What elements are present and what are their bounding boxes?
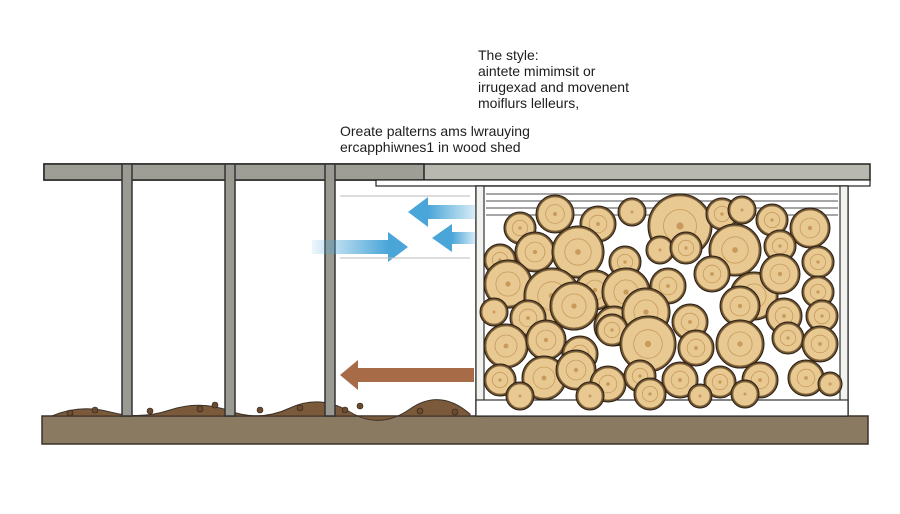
log-end [817,371,843,397]
log-end [535,194,575,234]
log-end [719,285,761,327]
log-end [727,195,757,225]
log-end [787,359,825,397]
log-end [763,229,797,263]
pattern-note: Oreate palterns ams lwrauying ercapphiwn… [340,123,530,155]
moisture-arrow [340,360,474,390]
airflow-arrow-out-mid [432,224,476,252]
log-end [483,323,529,369]
log-end [595,313,629,347]
log-end [755,203,789,237]
style-note-line-4: moiflurs lelleurs, [478,95,580,111]
style-note-line-3: irrugexad and movenent [478,79,629,95]
log-end [645,235,675,265]
log-end [549,281,599,331]
log-end [801,245,835,279]
log-end [525,319,567,361]
log-end [771,321,805,355]
post-3 [324,163,336,417]
log-end [801,325,839,363]
log-end [633,377,667,411]
open-side-posts [121,163,336,417]
log-end [479,297,509,327]
log-end [505,381,535,411]
style-note-line-1: The style: [478,47,539,63]
log-end [483,259,533,309]
post-2 [224,163,236,417]
airflow-lines [340,195,470,259]
airflow-arrow-out-top [408,197,476,227]
log-end [514,231,556,273]
log-end [759,253,801,295]
pattern-note-line-1: Oreate palterns ams lwrauying [340,123,530,139]
log-end [619,315,677,373]
log-end [693,255,731,293]
log-end [669,231,703,265]
log-end [555,349,597,391]
log-end [715,319,765,369]
log-end [677,329,715,367]
log-end [483,363,517,397]
airflow-arrow-in [312,232,408,262]
log-end [617,197,647,227]
post-1 [121,163,133,417]
roof [43,163,871,187]
style-note-line-2: aintete mimimsit or [478,63,596,79]
pattern-note-line-2: ercapphiwnes1 in wood shed [340,139,521,155]
style-note: The style: aintete mimimsit or irrugexad… [478,47,629,111]
log-end [661,361,699,399]
log-end [703,365,737,399]
log-end [551,225,605,279]
log-end [687,383,713,409]
log-end [730,379,760,409]
stacked-logs [479,193,843,411]
log-end [521,355,567,401]
log-end [575,381,605,411]
